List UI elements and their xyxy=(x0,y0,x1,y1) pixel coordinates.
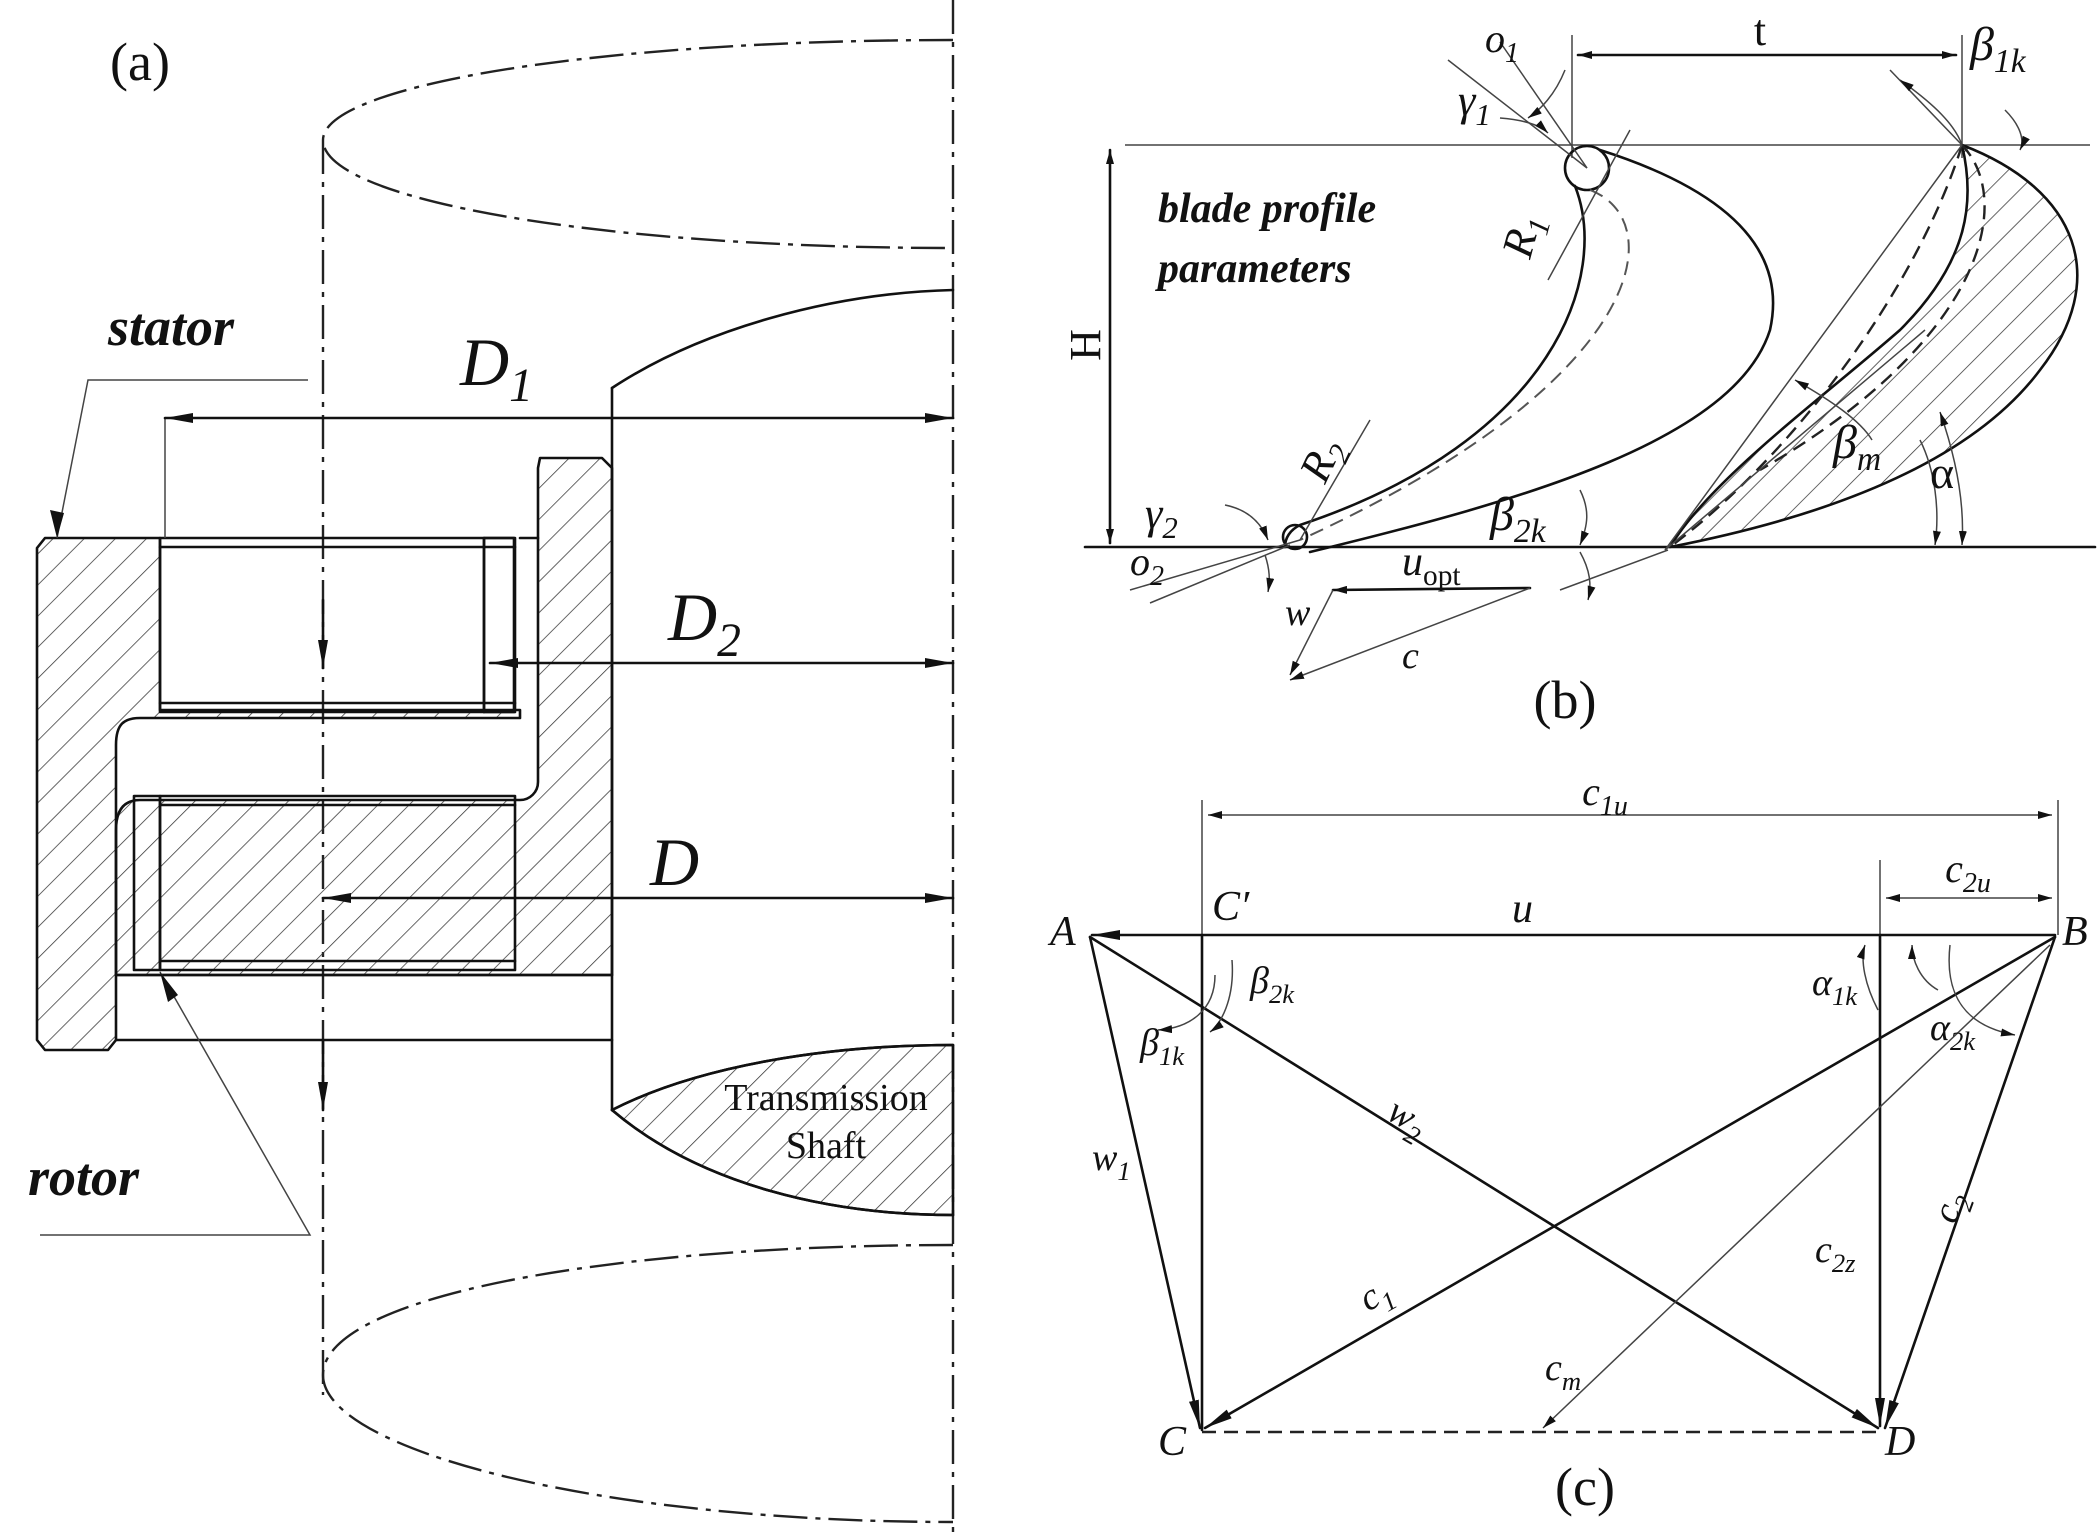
rotor-leader: rotor xyxy=(28,971,312,1236)
c-w2: w2 xyxy=(1377,1089,1435,1151)
b-R2: R2 xyxy=(1289,430,1358,493)
panel-c-label: (c) xyxy=(1555,1457,1615,1517)
b-H: H xyxy=(1061,329,1110,361)
b-c: c xyxy=(1402,635,1419,677)
b-title-line1: blade profile xyxy=(1158,186,1376,232)
b-o2: o2 xyxy=(1130,539,1164,592)
c-c2u: c2u xyxy=(1945,846,1991,899)
stator-section xyxy=(35,536,522,1052)
b-o1: o1 xyxy=(1485,16,1519,69)
b-title-line2: parameters xyxy=(1155,246,1352,292)
svg-text:D2: D2 xyxy=(667,579,741,667)
c-alpha1k: α1k xyxy=(1812,962,1858,1011)
panel-c: c1u c2u u A B C′ C D β2k β1k α1k α2k w1 … xyxy=(1047,769,2088,1517)
c-lines xyxy=(1088,930,2057,1434)
svg-text:D: D xyxy=(649,824,699,900)
dim-D2: D2 xyxy=(488,579,955,668)
centerlines xyxy=(321,0,955,1532)
c-u: u xyxy=(1512,886,1533,932)
b-gamma2: γ2 xyxy=(1145,489,1178,545)
panel-b-label: (b) xyxy=(1534,670,1597,730)
b-w: w xyxy=(1285,592,1311,634)
panel-b: H t blade profile parameters xyxy=(1061,6,2097,730)
panel-a-label: (a) xyxy=(110,32,170,92)
b-beta2k: β2k xyxy=(1489,488,1547,550)
c-Cprime: C′ xyxy=(1212,884,1250,930)
c-c2z: c2z xyxy=(1815,1229,1856,1278)
shaft-label-line2: Shaft xyxy=(786,1125,867,1167)
c-w1: w1 xyxy=(1092,1137,1131,1186)
transmission-shaft-section xyxy=(610,1043,955,1217)
rotor-section xyxy=(114,456,614,977)
shaft-label-line1: Transmission xyxy=(724,1077,927,1119)
b-alpha: α xyxy=(1930,447,1954,498)
stator-leader: stator xyxy=(50,297,308,539)
rotor-label: rotor xyxy=(28,1147,140,1207)
c-A: A xyxy=(1047,909,1076,955)
c-c1u: c1u xyxy=(1582,769,1628,822)
b-beta1k: β1k xyxy=(1969,18,2027,80)
c-c2: c2 xyxy=(1924,1185,1980,1230)
panel-a: (a) Transmission Shaft xyxy=(28,0,955,1532)
blade-2 xyxy=(1559,69,2079,601)
c-alpha2k: α2k xyxy=(1930,1007,1976,1056)
c-beta2k: β2k xyxy=(1249,960,1295,1009)
b-betam: βm xyxy=(1832,416,1881,478)
c-C: C xyxy=(1158,1419,1187,1465)
stator-label: stator xyxy=(107,297,235,357)
svg-text:D1: D1 xyxy=(459,324,533,412)
b-t: t xyxy=(1754,6,1766,55)
c-beta1k: β1k xyxy=(1139,1022,1185,1071)
dim-D: D xyxy=(321,824,955,903)
passages xyxy=(114,536,614,1042)
c-cm: cm xyxy=(1545,1347,1581,1396)
blade-1 xyxy=(1129,41,1775,604)
c-B: B xyxy=(2062,909,2088,955)
c-D: D xyxy=(1884,1419,1915,1465)
b-velocity-triangle xyxy=(1289,585,1532,681)
b-R1: R1 xyxy=(1492,209,1557,265)
b-gamma1: γ1 xyxy=(1458,76,1491,132)
dim-D1: D1 xyxy=(163,324,955,538)
b-uopt: uopt xyxy=(1402,539,1461,592)
